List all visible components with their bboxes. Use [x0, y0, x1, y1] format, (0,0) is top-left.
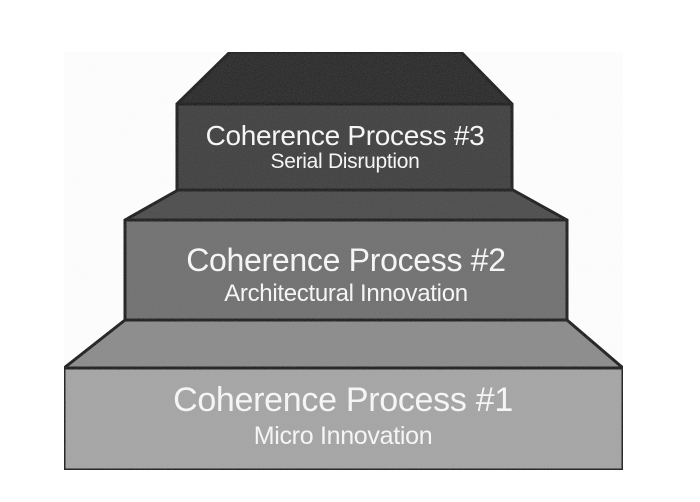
tier-3-title: Coherence Process #3 — [206, 120, 485, 151]
tier-3-subtitle: Serial Disruption — [271, 150, 420, 173]
tier-1-subtitle: Micro Innovation — [254, 422, 433, 450]
staircase-labels: Coherence Process #3 Serial Disruption C… — [173, 120, 513, 450]
tier-2-front-face — [123, 218, 569, 322]
tier-2-top-face — [123, 188, 569, 222]
tier-3-front-face — [175, 102, 514, 192]
staircase-faces — [62, 50, 625, 472]
tier-1-top-face — [62, 318, 625, 370]
tier-1-title: Coherence Process #1 — [173, 381, 513, 419]
tier-1-front-face — [62, 366, 625, 472]
tier-3-top-face — [175, 50, 514, 106]
tier-2-title: Coherence Process #2 — [186, 242, 506, 278]
tier-2-subtitle: Architectural Innovation — [224, 280, 468, 307]
